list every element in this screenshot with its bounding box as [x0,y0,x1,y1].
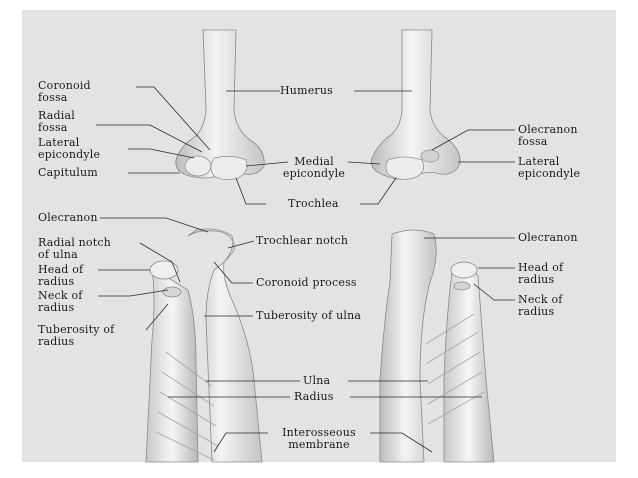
label-tuberosity-of-ulna: Tuberosity of ulna [256,309,362,322]
diagram-panel [22,10,616,462]
label-olecranon-right: Olecranon [518,231,578,244]
interosseous-membrane-anterior [155,351,219,461]
interosseous-membrane-posterior [425,313,485,425]
label-neck-of-radius-right: Neck of radius [518,293,563,318]
label-coronoid-fossa: Coronoid fossa [38,79,91,104]
label-medial-epicondyle: Medial epicondyle [282,155,346,180]
label-trochlear-notch: Trochlear notch [256,234,349,247]
label-head-of-radius-left: Head of radius [38,263,84,288]
humerus-posterior-condyles [385,149,440,180]
label-trochlea: Trochlea [288,197,339,210]
leader-lines [96,86,515,453]
label-interosseous-membrane: Interosseous membrane [282,426,356,451]
label-neck-of-radius-left: Neck of radius [38,289,83,314]
humerus-posterior [370,29,461,180]
label-olecranon-fossa: Olecranon fossa [518,123,578,148]
label-olecranon-left: Olecranon [38,211,98,224]
forearm-anterior [145,228,263,463]
label-head-of-radius-right: Head of radius [518,261,564,286]
label-coronoid-process: Coronoid process [256,276,357,289]
label-ulna: Ulna [303,374,331,387]
label-lateral-epicondyle-left: Lateral epicondyle [38,136,101,161]
label-radius: Radius [294,390,334,403]
humerus-anterior [175,29,265,179]
label-humerus: Humerus [280,84,334,97]
label-radial-fossa: Radial fossa [38,109,75,134]
label-capitulum: Capitulum [38,166,98,179]
label-tuberosity-of-radius: Tuberosity of radius [38,323,115,348]
humerus-anterior-condyles [184,155,248,180]
forearm-posterior [379,229,495,463]
label-lateral-epicondyle-right: Lateral epicondyle [518,155,581,180]
label-radial-notch: Radial notch of ulna [38,236,111,261]
